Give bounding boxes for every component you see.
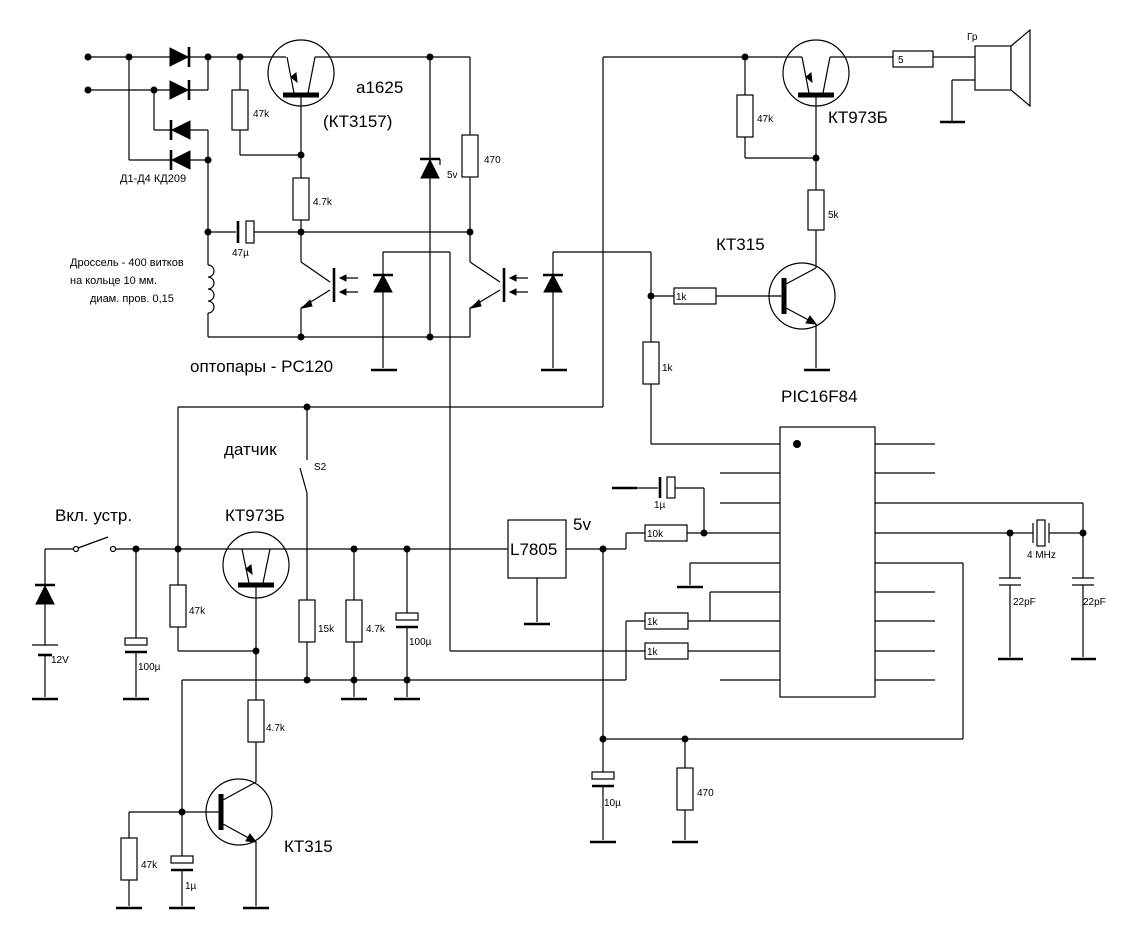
svg-text:5: 5 [898,55,904,66]
optocoupler-2 [469,251,652,372]
optocoupler-1: оптопары - PC120 [190,251,451,651]
svg-text:470: 470 [697,788,714,799]
svg-text:Дроссель - 400 витков: Дроссель - 400 витков [70,257,184,269]
svg-text:4.7k: 4.7k [266,723,286,734]
power-switch: Вкл. устр. [45,506,508,553]
resistor-470-bottom: 470 [672,739,714,844]
resistor-5k: 5k [807,189,840,268]
resistor-1k-base: 1k 1k [642,287,780,445]
sensor-switch-s2: датчик S2 [224,407,327,600]
svg-text:100µ: 100µ [138,662,161,673]
svg-text:1µ: 1µ [654,500,666,511]
capacitor-100u-left: 100µ [123,549,161,701]
capacitor-47u: 47µ [204,220,474,259]
svg-text:L7805: L7805 [510,540,557,559]
capacitor-10u: 10µ [590,771,621,844]
speaker: 5 Гр [892,28,1031,124]
svg-text:15k: 15k [318,624,335,635]
transistor-kt973-top: КТ973Б [603,39,893,190]
svg-text:Гр: Гр [967,32,978,43]
resistor-15k: 15k [298,599,335,684]
transistor-a1625: a1625 (КТ3157) [267,39,470,155]
svg-text:Вкл. устр.: Вкл. устр. [55,506,132,525]
svg-text:22pF: 22pF [1083,597,1106,608]
transistor-kt315-bottom: КТ315 [129,778,333,910]
transistor-kt973-left: КТ973Б [222,506,290,700]
wire-bottom-bus [181,679,307,812]
svg-text:КТ973Б: КТ973Б [225,506,285,525]
svg-text:1k: 1k [647,617,659,628]
svg-text:47k: 47k [141,860,158,871]
resistor-470-top: 470 [461,57,501,262]
kt3157-label: (КТ3157) [323,112,392,131]
svg-text:S2: S2 [314,462,327,473]
svg-text:КТ973Б: КТ973Б [828,108,888,127]
resistor-47k-top: 47k [231,57,305,159]
svg-text:5k: 5k [828,210,840,221]
svg-text:47k: 47k [189,606,206,617]
svg-text:12V: 12V [51,655,69,666]
resistor-4-7k-mid: 4.7k [341,549,386,701]
pic-ground [677,563,703,589]
choke-inductor: Дроссель - 400 витков на кольце 10 мм. д… [70,232,470,341]
svg-text:100µ: 100µ [409,637,432,648]
opto-label: оптопары - PC120 [190,357,333,376]
svg-text:10µ: 10µ [604,798,621,809]
svg-text:5v: 5v [447,170,458,181]
transistor-kt315-right: КТ315 [716,235,836,372]
svg-text:5v: 5v [573,515,591,534]
pic16f84-chip: PIC16F84 [688,387,1083,698]
crystal-4mhz: 4 MHz 22pF 22pF [998,503,1106,661]
resistor-47k-bottom: 47k [116,812,158,910]
svg-text:47µ: 47µ [232,248,249,259]
battery-12v: 12V [32,549,69,701]
svg-text:КТ315: КТ315 [716,235,765,254]
svg-text:датчик: датчик [224,440,277,459]
diode-bridge: Д1-Д4 КД209 [84,47,286,232]
svg-text:470: 470 [484,155,501,166]
svg-text:КТ315: КТ315 [284,837,333,856]
a1625-label: a1625 [356,78,403,97]
capacitor-1u-bottom: 1µ [169,812,197,910]
resistor-47k-right: 47k [736,57,820,162]
svg-text:1µ: 1µ [185,881,197,892]
resistor-1k-pic: 1k 1k [307,592,711,681]
svg-text:4.7k: 4.7k [366,624,386,635]
svg-text:1k: 1k [676,292,688,303]
svg-text:4 MHz: 4 MHz [1027,550,1056,561]
diodes-label: Д1-Д4 КД209 [120,173,186,185]
svg-text:22pF: 22pF [1013,597,1036,608]
svg-text:1k: 1k [647,647,659,658]
capacitor-1u-top: 1µ 10k [603,476,720,550]
svg-text:на кольце 10 мм.: на кольце 10 мм. [70,275,157,287]
resistor-4-7k-low: 4.7k [247,699,286,782]
svg-text:диам. пров. 0,15: диам. пров. 0,15 [90,293,174,305]
svg-text:1k: 1k [662,363,674,374]
zener-5v: 5v [420,53,458,337]
svg-text:PIC16F84: PIC16F84 [781,387,858,406]
svg-text:47k: 47k [757,114,774,125]
svg-text:10k: 10k [647,529,664,540]
svg-text:4.7k: 4.7k [313,197,333,208]
capacitor-100u-mid: 100µ [394,549,432,701]
regulator-l7805: L7805 5v [507,515,607,772]
svg-text:47k: 47k [253,109,270,120]
resistor-4-7k-top: 4.7k [292,155,333,262]
